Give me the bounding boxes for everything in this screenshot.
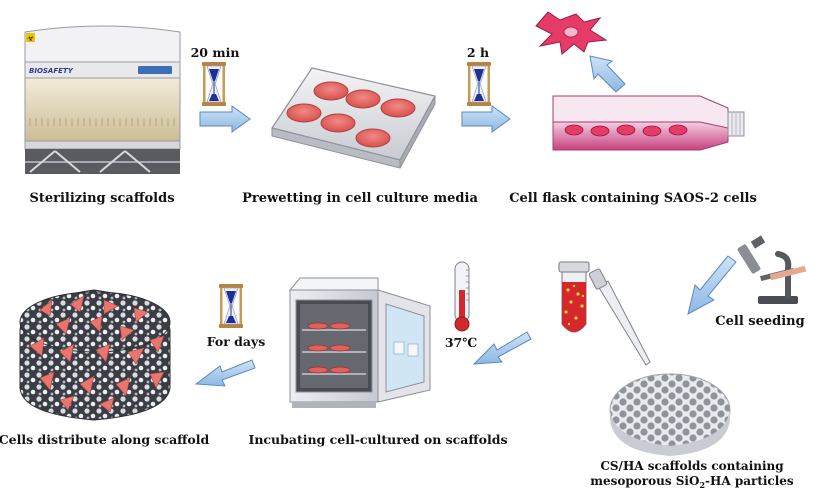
well-plate — [271, 67, 436, 169]
seeded-scaffold — [19, 289, 171, 421]
step1-caption: Sterilizing scaffolds — [29, 191, 174, 206]
step5-caption-line2: mesoporous SiO2-HA particles — [590, 474, 794, 490]
hourglass-icon — [218, 283, 244, 329]
step4-caption: Cell seeding — [715, 314, 804, 329]
incubator — [288, 277, 431, 408]
microscope-icon — [737, 235, 807, 304]
hourglass-icon — [466, 61, 492, 107]
biosafety-cabinet: BIOSAFETY ☣ — [24, 25, 181, 174]
saos2-cell-icon — [535, 11, 608, 55]
step5-caption-line1: CS/HA scaffolds containing — [600, 459, 784, 473]
hourglass-icon — [201, 61, 227, 107]
control-panel — [138, 66, 172, 74]
arrow-left-icon — [472, 331, 532, 365]
step7-caption: Cells distribute along scaffold — [0, 432, 210, 447]
pipette-icon — [588, 268, 651, 366]
arrow-down-left-icon — [687, 255, 737, 315]
step3-caption: Cell flask containing SAOS-2 cells — [509, 191, 757, 206]
arrow-up-icon — [589, 55, 626, 93]
svg-text:☣: ☣ — [27, 34, 35, 43]
arrow-right-icon — [199, 105, 251, 133]
cell-flask — [552, 95, 745, 151]
cabinet-label: BIOSAFETY — [29, 67, 74, 75]
timer3-label: For days — [207, 334, 266, 349]
arrow-left-icon — [194, 359, 256, 387]
timer1-label: 20 min — [191, 45, 240, 60]
arrow-right-icon — [461, 105, 511, 133]
porous-scaffold — [609, 373, 731, 456]
timer2-label: 2 h — [467, 45, 489, 60]
thermometer-icon — [454, 261, 470, 332]
temperature-label: 37℃ — [445, 335, 477, 350]
step2-caption: Prewetting in cell culture media — [242, 191, 478, 206]
step6-caption: Incubating cell-cultured on scaffolds — [248, 432, 507, 447]
biohazard-icon — [26, 33, 35, 42]
test-tube — [558, 261, 590, 333]
